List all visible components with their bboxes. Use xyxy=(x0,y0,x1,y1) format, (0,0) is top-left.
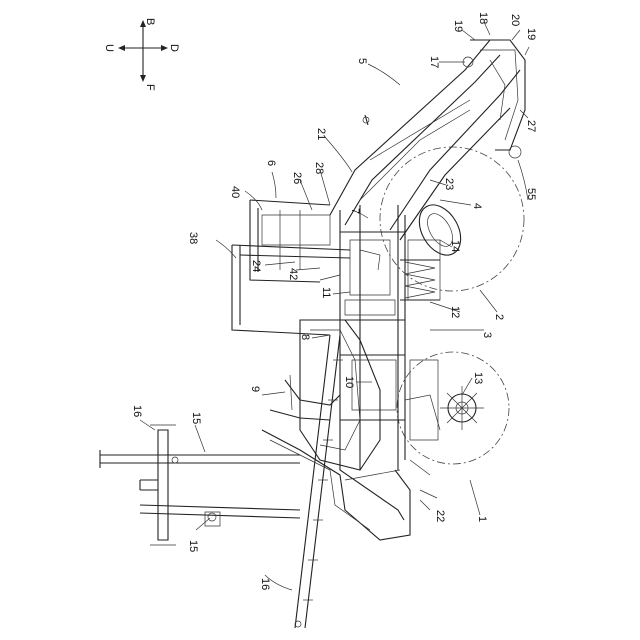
label-8: 8 xyxy=(299,334,311,340)
label-18: 18 xyxy=(477,12,489,24)
dir-left-label: U xyxy=(103,44,115,52)
label-15-top: 15 xyxy=(190,412,202,424)
leader-lines xyxy=(140,22,529,590)
front-wheel xyxy=(397,352,509,464)
diagonal-tube xyxy=(295,335,343,628)
label-24: 24 xyxy=(250,260,262,272)
steering-wheel xyxy=(270,375,340,420)
label-27: 27 xyxy=(525,120,537,132)
label-55: 55 xyxy=(525,188,537,200)
label-3: 3 xyxy=(481,332,493,338)
label-13: 13 xyxy=(472,372,484,384)
rear-wheel xyxy=(380,147,524,291)
detail-lines xyxy=(320,250,440,510)
label-42: 42 xyxy=(287,268,299,280)
orientation-compass: B F U D xyxy=(103,18,180,91)
label-19-left: 19 xyxy=(452,20,464,32)
label-5: 5 xyxy=(356,58,368,64)
rear-shock-spring xyxy=(400,260,440,300)
label-23: 23 xyxy=(443,178,455,190)
label-12: 12 xyxy=(449,306,461,318)
label-26: 26 xyxy=(291,172,303,184)
label-2: 2 xyxy=(493,314,505,320)
label-21: 21 xyxy=(315,128,327,140)
label-22: 22 xyxy=(434,510,446,522)
label-15-bottom: 15 xyxy=(187,540,199,552)
label-40: 40 xyxy=(229,186,241,198)
label-6: 6 xyxy=(265,160,277,166)
label-1: 1 xyxy=(476,516,488,522)
dir-down-label: F xyxy=(144,84,156,91)
label-20: 20 xyxy=(509,14,521,26)
label-7: 7 xyxy=(349,208,361,214)
reference-numerals: 1 2 3 4 5 6 7 8 9 10 11 12 13 14 15 15 1… xyxy=(131,12,537,590)
dir-right-label: D xyxy=(168,44,180,52)
front-body xyxy=(262,430,410,540)
label-38: 38 xyxy=(187,232,199,244)
label-11: 11 xyxy=(320,287,332,298)
label-19-right: 19 xyxy=(525,28,537,40)
dir-up-label: B xyxy=(144,18,156,25)
label-14: 14 xyxy=(449,240,461,252)
label-9: 9 xyxy=(249,386,261,392)
label-16-top: 16 xyxy=(131,405,143,417)
label-17: 17 xyxy=(428,56,440,68)
label-28: 28 xyxy=(313,162,325,174)
label-4: 4 xyxy=(471,203,483,209)
label-16-bottom: 16 xyxy=(259,578,271,590)
label-10: 10 xyxy=(343,376,355,388)
